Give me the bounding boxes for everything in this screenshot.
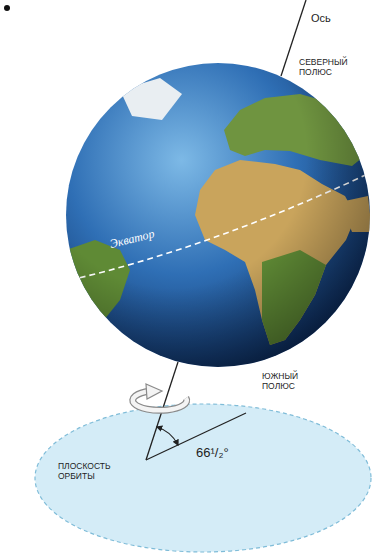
equator-label: Экватор (109, 227, 156, 251)
axis-label: Ось (311, 12, 331, 25)
bullet-dot (4, 5, 10, 11)
angle-arc (157, 427, 178, 445)
globe (66, 52, 372, 367)
south-pole-label: ЮЖНЫЙ ПОЛЮС (262, 372, 314, 392)
orbit-plane-label: ПЛОСКОСТЬ ОРБИТЫ (58, 462, 128, 482)
rotation-arrow (133, 384, 187, 410)
orbit-plane (35, 404, 371, 552)
plane-line (146, 413, 246, 460)
north-pole-label: СЕВЕРНЫЙ ПОЛЮС (297, 57, 357, 79)
angle-value: 66¹/₂° (196, 446, 229, 461)
